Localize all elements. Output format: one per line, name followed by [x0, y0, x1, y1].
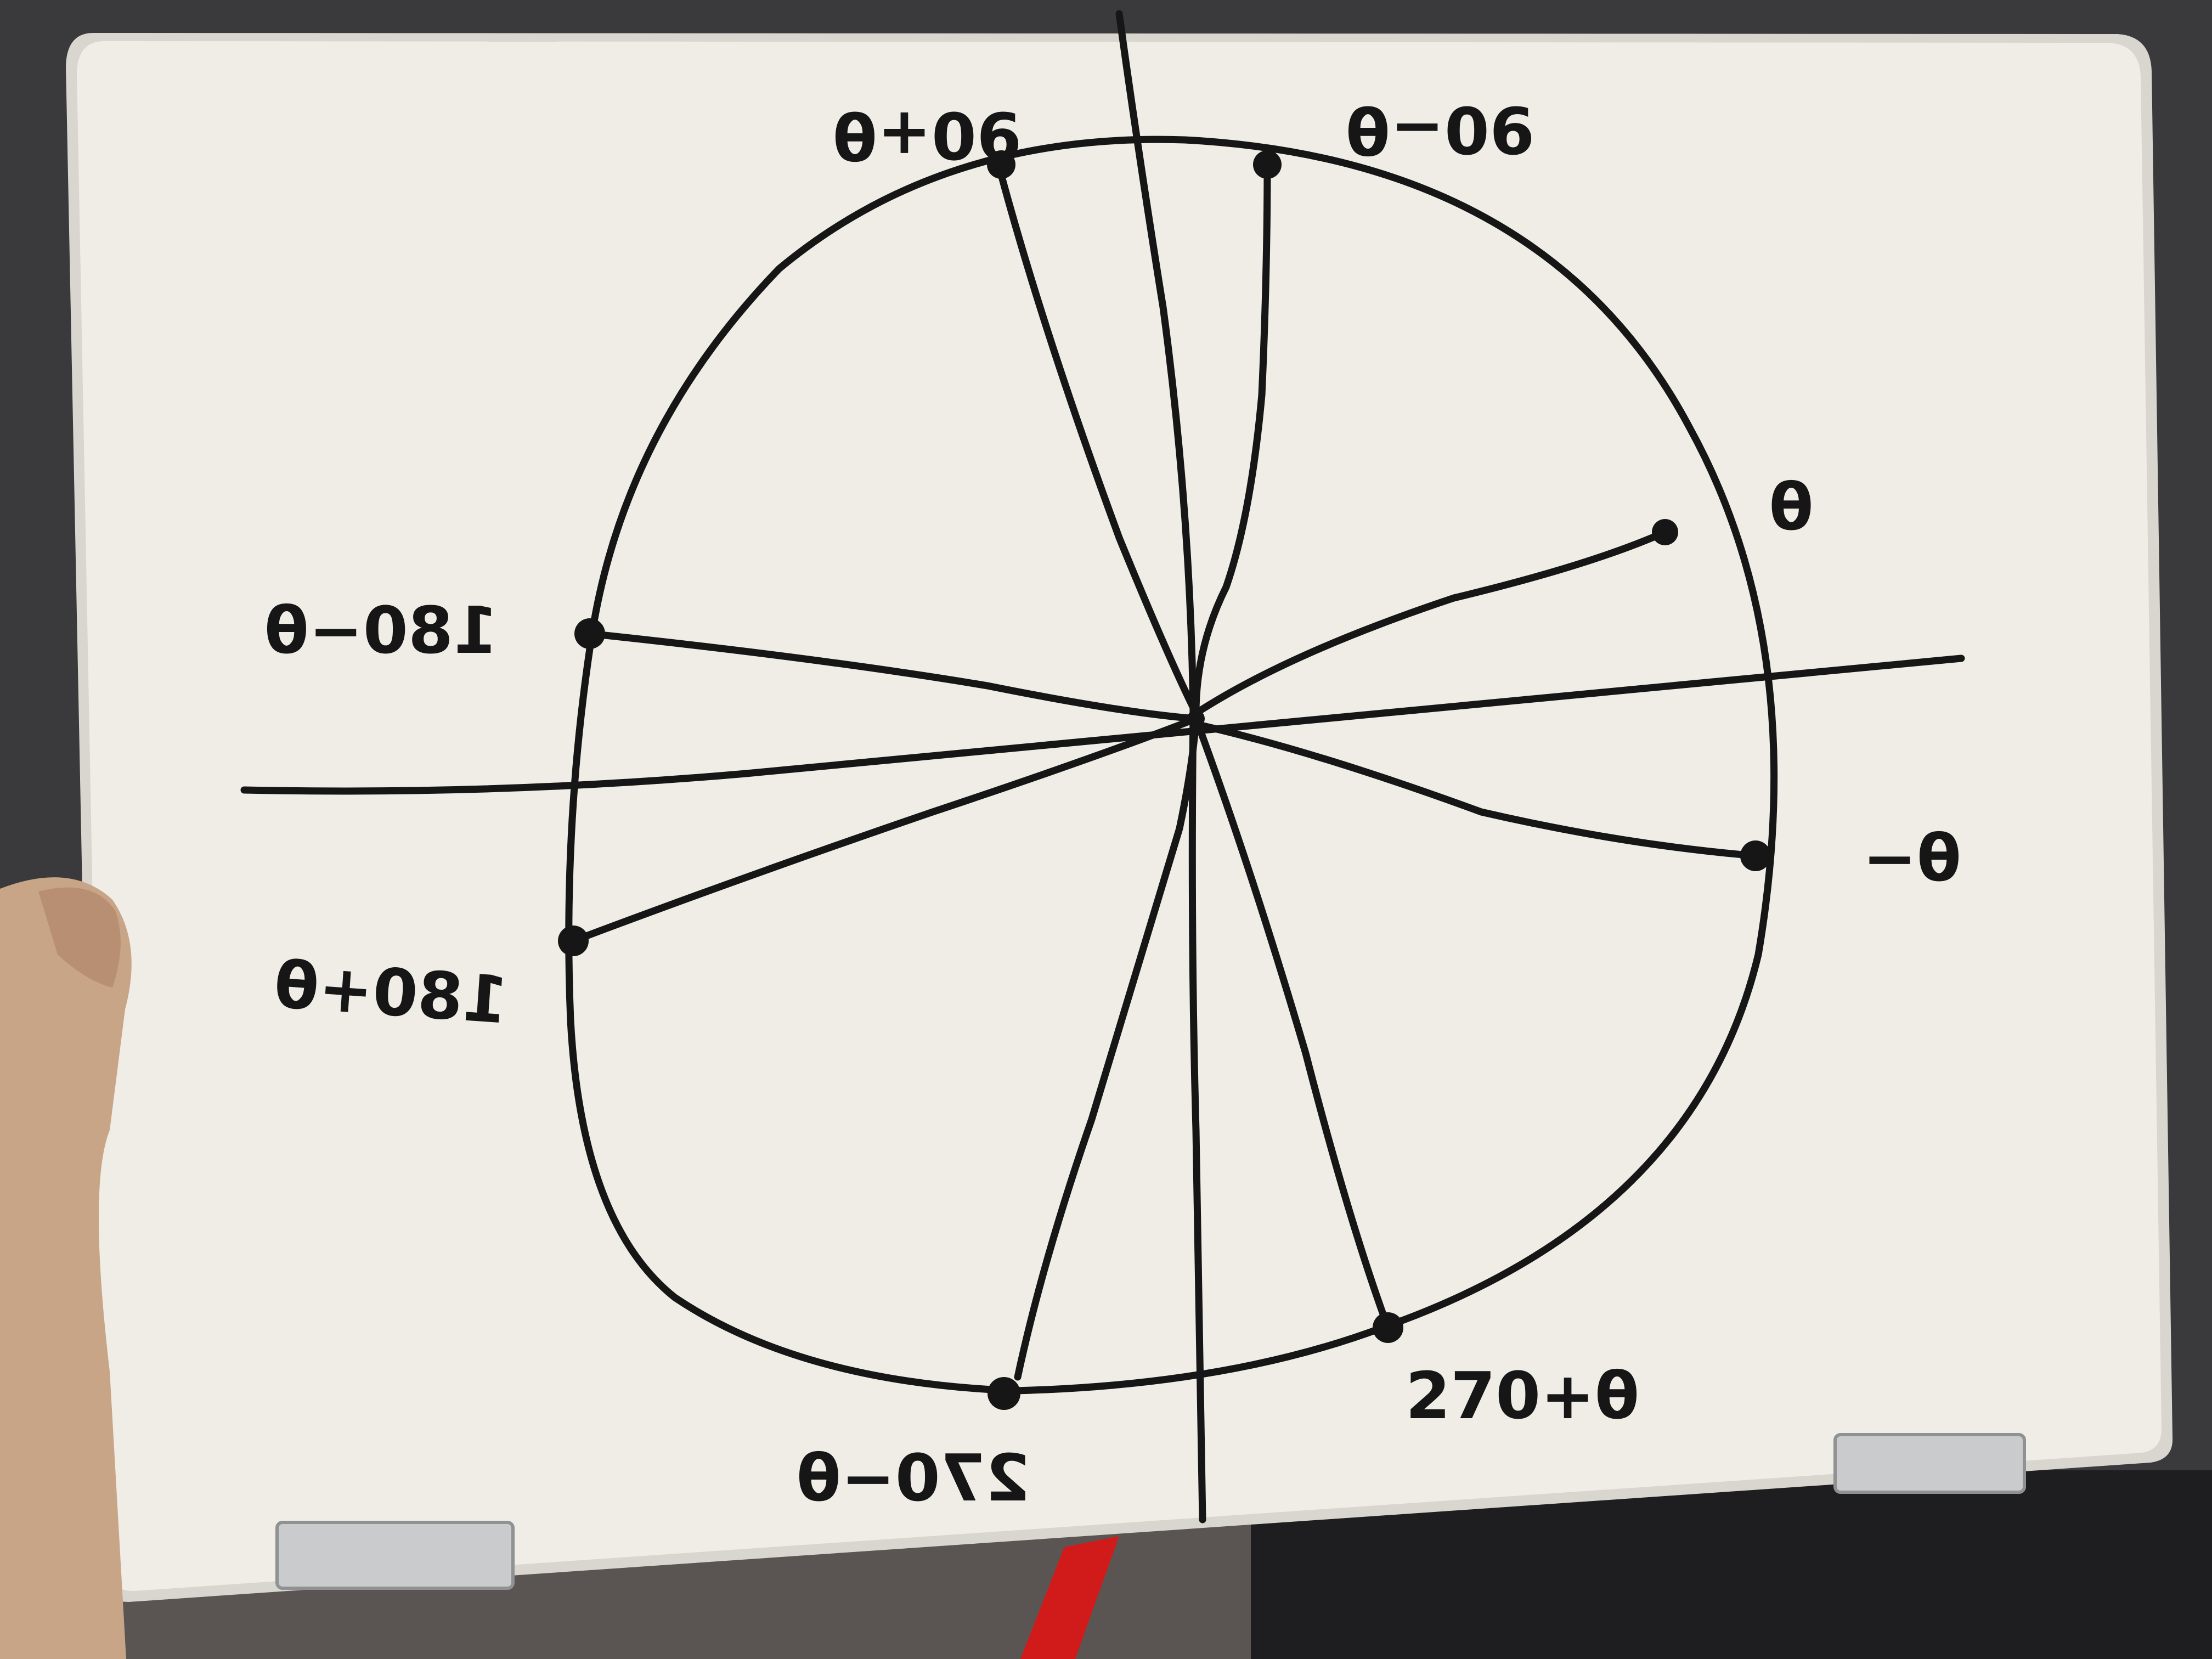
- thumbnail: [38, 887, 121, 988]
- origin-point: [1187, 710, 1205, 727]
- spoke-theta: [1192, 528, 1669, 717]
- point-theta: [1652, 519, 1678, 545]
- whiteboard: [77, 41, 2162, 1591]
- spoke-90-minus-theta: [1192, 161, 1271, 717]
- label-90-minus-theta: 90−θ: [1346, 92, 1534, 167]
- point-270-minus-theta: [988, 1377, 1020, 1410]
- x-axis: [240, 654, 1965, 795]
- spoke-270-plus-theta: [1192, 715, 1392, 1331]
- label-neg-theta: −θ: [1863, 820, 1961, 896]
- binder-clip-right: [1833, 1433, 2026, 1494]
- spoke-270-minus-theta: [1014, 715, 1200, 1381]
- binder-clip-left: [275, 1521, 515, 1590]
- unit-circle: [565, 136, 1778, 1395]
- label-270-minus-theta: 270−θ: [797, 1440, 1030, 1516]
- spoke-180-plus-theta: [569, 715, 1200, 945]
- spoke-neg-theta: [1192, 720, 1759, 860]
- point-90-plus-theta: [987, 150, 1015, 179]
- spoke-90-plus-theta: [995, 161, 1200, 717]
- point-180-plus-theta: [558, 926, 589, 956]
- point-90-minus-theta: [1253, 150, 1282, 179]
- label-90-plus-theta: 90+θ: [833, 97, 1022, 173]
- label-180-minus-theta: 180−θ: [264, 592, 498, 668]
- spoke-180-minus-theta: [586, 630, 1200, 723]
- point-270-plus-theta: [1373, 1312, 1403, 1343]
- label-180-plus-theta: 180+θ: [272, 946, 510, 1038]
- point-180-minus-theta: [574, 618, 605, 649]
- label-theta: θ: [1769, 469, 1813, 545]
- hand: [0, 877, 132, 1659]
- label-270-plus-theta: 270+θ: [1406, 1358, 1639, 1434]
- red-pen: [1020, 1536, 1119, 1659]
- point-neg-theta: [1740, 840, 1771, 871]
